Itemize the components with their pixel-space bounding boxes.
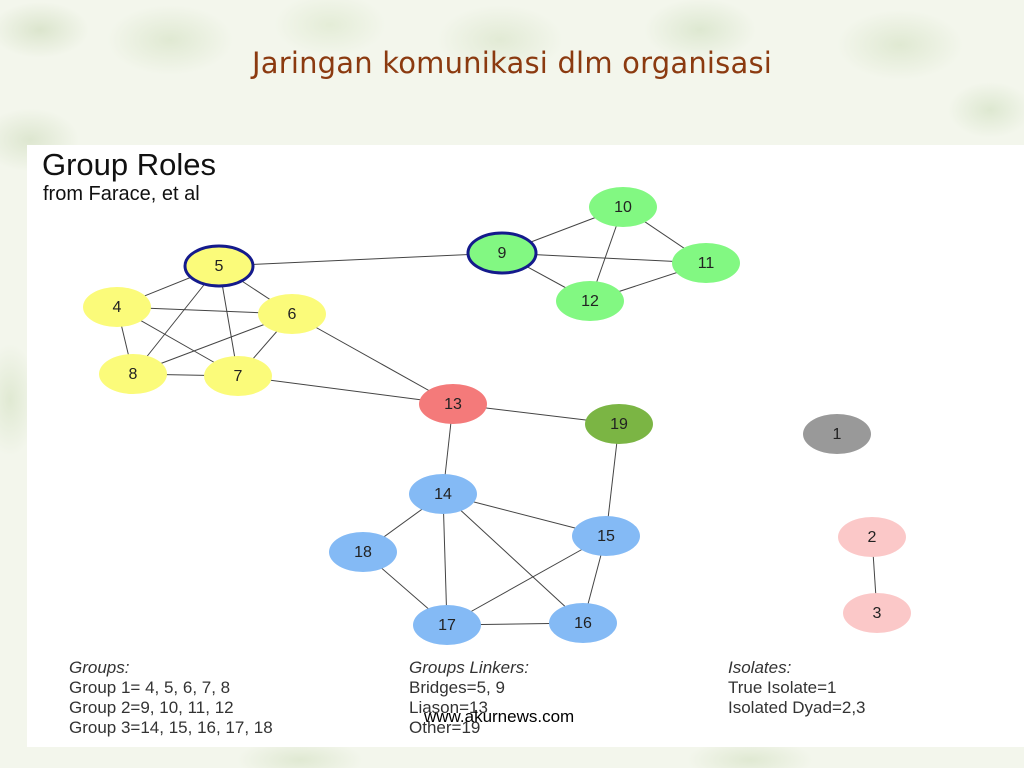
legend-groups: Groups: Group 1= 4, 5, 6, 7, 8 Group 2=9… — [69, 658, 273, 738]
legend-linkers-heading: Groups Linkers: — [409, 658, 529, 677]
node-16-circle — [549, 603, 617, 643]
node-9: 9 — [466, 231, 538, 275]
node-13-label: 13 — [444, 396, 462, 413]
node-6-circle — [258, 294, 326, 334]
node-18-circle — [329, 532, 397, 572]
node-16-label: 16 — [574, 615, 592, 632]
node-19: 19 — [585, 404, 653, 444]
legend-line: Group 1= 4, 5, 6, 7, 8 — [69, 678, 231, 697]
node-5-circle — [183, 244, 255, 288]
edge-5-9 — [218, 252, 503, 267]
figure-title: Group Roles — [42, 147, 217, 182]
edge-6-13 — [291, 313, 454, 405]
node-11-circle — [672, 243, 740, 283]
watermark-text: www.akurnews.com — [424, 707, 575, 726]
node-10-circle — [589, 187, 657, 227]
node-14-circle — [409, 474, 477, 514]
node-1-circle — [803, 414, 871, 454]
node-8-circle — [99, 354, 167, 394]
node-18-label: 18 — [354, 544, 372, 561]
node-17-label: 17 — [438, 617, 456, 634]
legend-line: True Isolate=1 — [728, 678, 837, 697]
node-14: 14 — [409, 474, 477, 514]
node-12-circle — [556, 281, 624, 321]
node-16: 16 — [549, 603, 617, 643]
legend-line: Bridges=5, 9 — [409, 678, 505, 697]
node-11-label: 11 — [698, 255, 715, 272]
legend-groups-heading: Groups: — [69, 658, 130, 677]
node-2-circle — [838, 517, 906, 557]
node-12: 12 — [556, 281, 624, 321]
node-17: 17 — [413, 605, 481, 645]
edge-7-13 — [237, 375, 454, 405]
edge-14-17 — [442, 493, 448, 626]
node-13: 13 — [419, 384, 487, 424]
node-9-label: 9 — [498, 245, 507, 262]
node-6-label: 6 — [288, 306, 297, 323]
node-8-label: 8 — [129, 366, 138, 383]
node-7: 7 — [204, 356, 272, 396]
legend-linkers: Groups Linkers: Bridges=5, 9 Liason=13 O… — [409, 658, 529, 738]
edge-14-16 — [442, 493, 584, 624]
node-15-circle — [572, 516, 640, 556]
node-18: 18 — [329, 532, 397, 572]
node-19-circle — [585, 404, 653, 444]
node-4: 4 — [83, 287, 151, 327]
figure-subtitle: from Farace, et al — [43, 183, 200, 205]
node-7-label: 7 — [234, 368, 243, 385]
node-3-circle — [843, 593, 911, 633]
node-9-circle — [466, 231, 538, 275]
node-5: 5 — [183, 244, 255, 288]
node-15: 15 — [572, 516, 640, 556]
legend-isolates-heading: Isolates: — [728, 658, 792, 677]
node-2-label: 2 — [868, 529, 877, 546]
legend-isolates: Isolates: True Isolate=1 Isolated Dyad=2… — [728, 658, 866, 718]
node-17-circle — [413, 605, 481, 645]
node-8: 8 — [99, 354, 167, 394]
node-6: 6 — [258, 294, 326, 334]
node-1-label: 1 — [833, 426, 842, 443]
node-3: 3 — [843, 593, 911, 633]
node-4-circle — [83, 287, 151, 327]
node-10-label: 10 — [614, 199, 632, 216]
node-14-label: 14 — [434, 486, 452, 503]
node-11: 11 — [672, 243, 740, 283]
node-3-label: 3 — [873, 605, 882, 622]
node-15-label: 15 — [597, 528, 615, 545]
legend-line: Group 2=9, 10, 11, 12 — [69, 698, 234, 717]
edge-15-17 — [446, 535, 607, 626]
legend-line: Liason=13 — [409, 698, 488, 717]
node-7-circle — [204, 356, 272, 396]
node-2: 2 — [838, 517, 906, 557]
legend-line: Other=19 — [409, 718, 481, 737]
legend-line: Isolated Dyad=2,3 — [728, 698, 866, 717]
node-4-label: 4 — [113, 299, 122, 316]
legend-line: Group 3=14, 15, 16, 17, 18 — [69, 718, 273, 737]
node-12-label: 12 — [581, 293, 599, 310]
node-1: 1 — [803, 414, 871, 454]
node-19-label: 19 — [610, 416, 628, 433]
node-5-label: 5 — [215, 258, 224, 275]
node-13-circle — [419, 384, 487, 424]
slide-title: Jaringan komunikasi dlm organisasi — [251, 46, 773, 80]
node-10: 10 — [589, 187, 657, 227]
